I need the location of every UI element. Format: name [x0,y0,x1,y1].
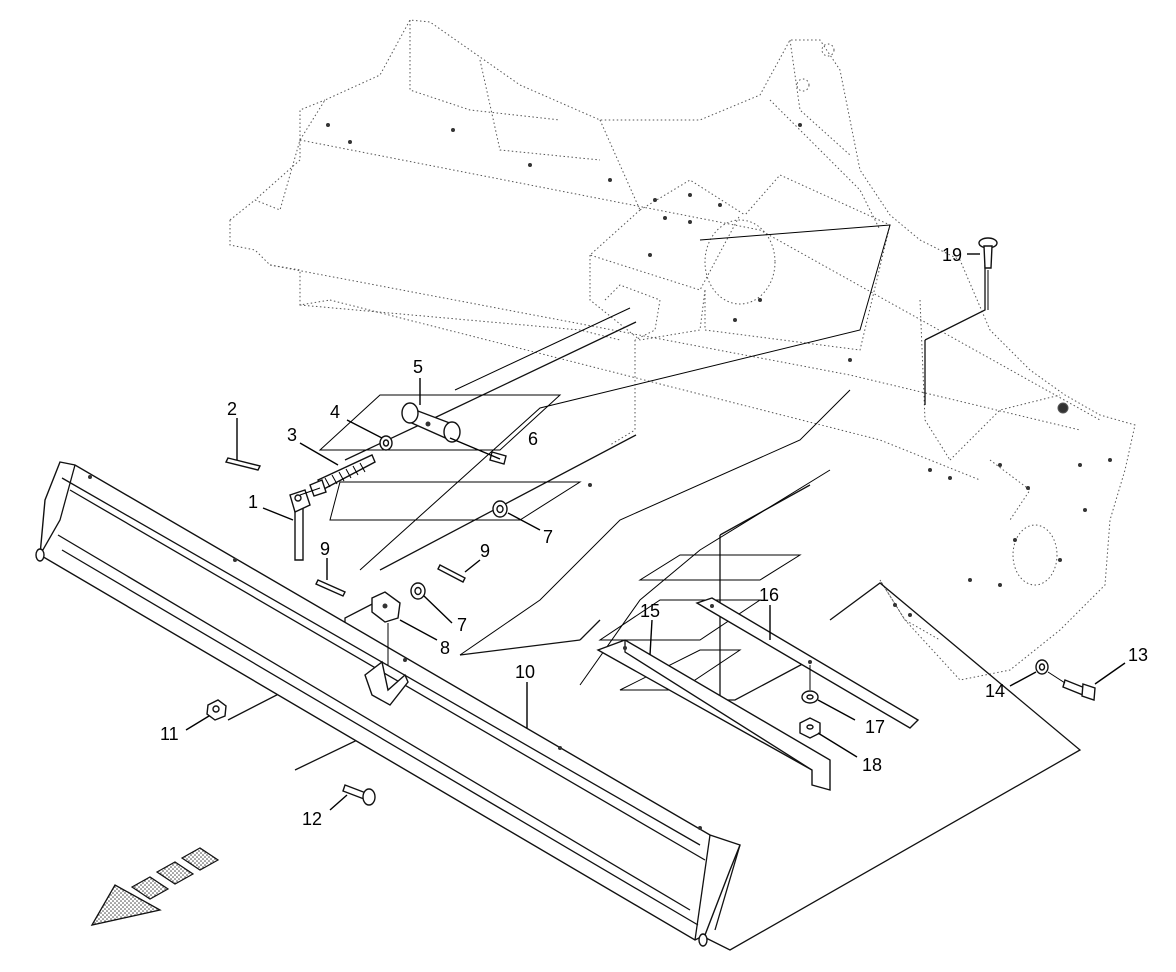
callout-1: 1 [248,492,258,512]
washer-part-4 [379,435,393,451]
bolt-part-13 [1062,679,1096,701]
bolt-part-12 [342,784,376,806]
callout-4: 4 [330,402,340,422]
callout-17: 17 [865,717,885,737]
strip-part-15 [596,639,831,791]
callout-19: 19 [942,245,962,265]
clevis-pin-part-1 [289,489,311,561]
carriage-bolt-part-19 [978,237,998,269]
washer-part-14 [1035,659,1049,675]
callout-5: 5 [413,357,423,377]
callout-13: 13 [1128,645,1148,665]
nut-part-11 [206,699,227,721]
housing-frame-ghost [229,19,1136,681]
callout-9-left: 9 [320,539,330,559]
callout-6: 6 [528,429,538,449]
bracket-part-8 [364,591,409,706]
split-pin-part-9-right [437,564,466,583]
threaded-rod-part-3 [309,454,376,497]
strip-part-16 [695,597,920,729]
callout-9-right: 9 [480,541,490,561]
bushing-part-5 [401,402,461,443]
leader-lines [185,253,1126,811]
callout-14: 14 [985,681,1005,701]
callout-labels: 1 2 3 4 5 6 7 7 8 9 9 10 11 12 13 14 15 … [160,245,1148,829]
callout-18: 18 [862,755,882,775]
direction-arrow-icon [90,847,220,926]
callout-7-lower: 7 [457,615,467,635]
guide-chevrons [318,224,891,691]
callout-7-upper: 7 [543,527,553,547]
callout-11: 11 [160,724,179,744]
callout-3: 3 [287,425,297,445]
split-pin-part-2 [224,457,262,471]
callout-2: 2 [227,399,237,419]
callout-15: 15 [640,601,660,621]
callout-12: 12 [302,809,322,829]
housing-holes [326,123,1112,617]
washer-part-17 [801,690,819,704]
split-pin-part-9-left [315,579,346,597]
washer-part-7-upper [492,500,508,518]
washer-part-7-lower [410,582,426,600]
nut-part-18 [799,717,821,739]
callout-8: 8 [440,638,450,658]
callout-16: 16 [759,585,779,605]
callout-10: 10 [515,662,535,682]
